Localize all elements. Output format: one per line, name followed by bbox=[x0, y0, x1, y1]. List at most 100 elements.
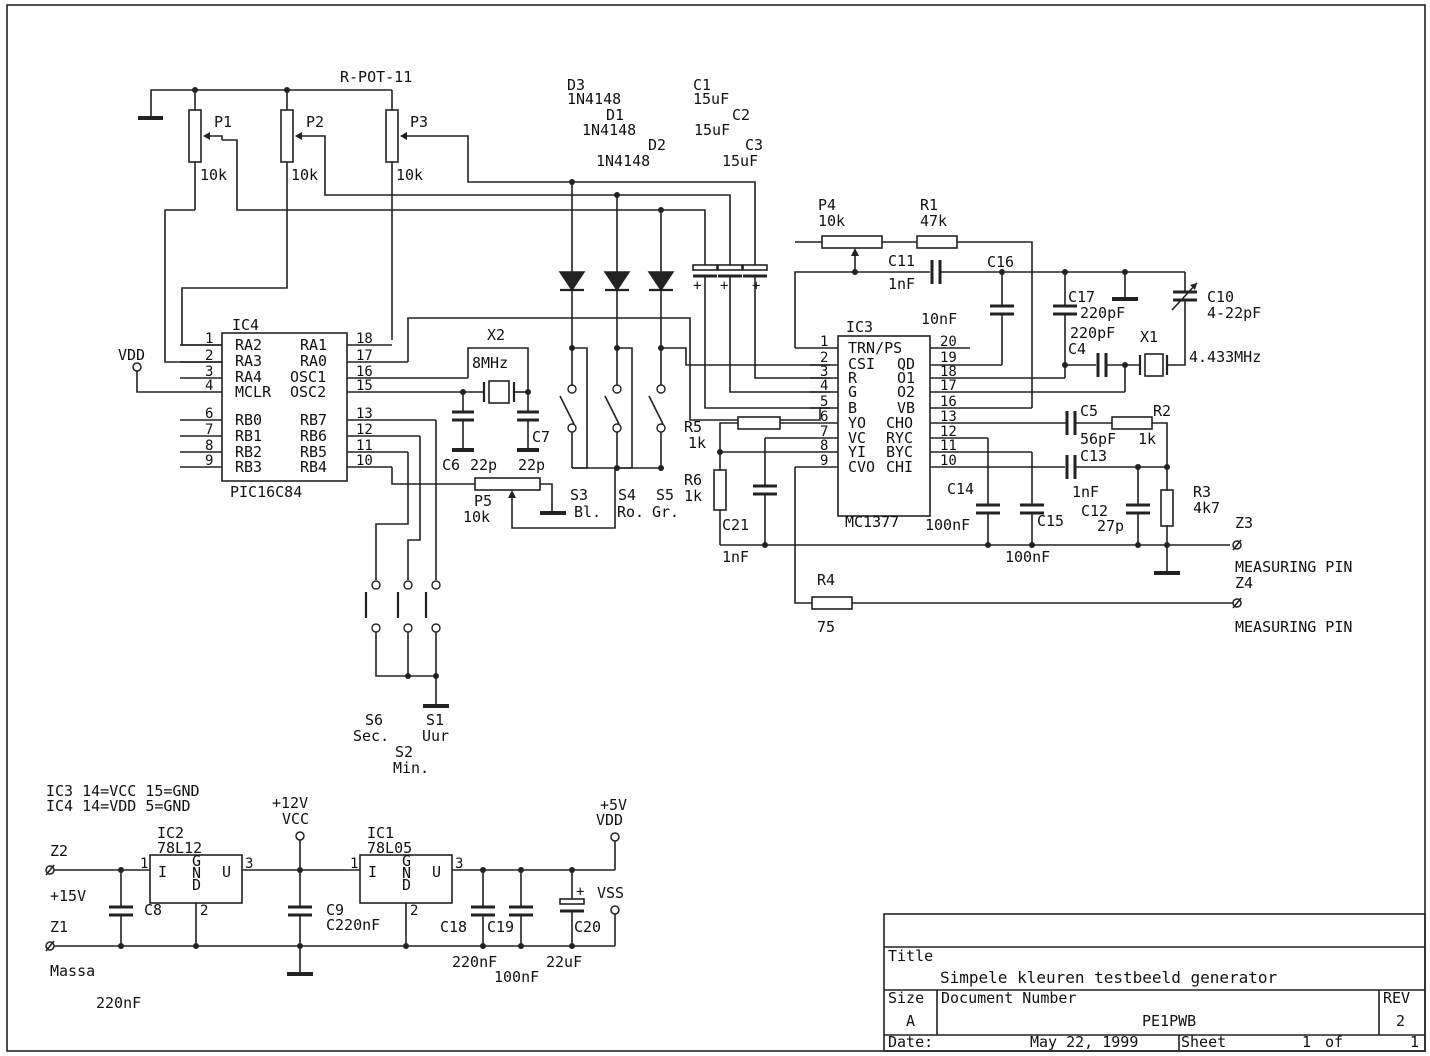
c2-value: 15uF bbox=[694, 121, 730, 139]
ic4-name-l8: RB3 bbox=[235, 458, 262, 476]
date-value: May 22, 1999 bbox=[1030, 1033, 1138, 1051]
ic3-name-r8: BYC bbox=[886, 443, 913, 461]
ic3-pin-l7: 7 bbox=[820, 424, 828, 440]
c14-label: C14 bbox=[947, 480, 974, 498]
r6-label: R6 bbox=[684, 471, 702, 489]
ic4-pin-r8: 10 bbox=[356, 453, 373, 469]
ic3-name-l8: YI bbox=[848, 443, 866, 461]
ic4-name-r3: OSC1 bbox=[290, 368, 326, 386]
vdd-power-label: VDD bbox=[596, 811, 623, 829]
d2-diode bbox=[647, 271, 675, 292]
ic3-name-r3: O1 bbox=[897, 369, 915, 387]
p3-label: P3 bbox=[410, 113, 428, 131]
x2-crystal bbox=[488, 380, 510, 404]
ic3-pin-l4: 4 bbox=[820, 378, 828, 394]
massa-label: Massa bbox=[50, 962, 95, 980]
ic4-name-l1: RA2 bbox=[235, 336, 262, 354]
ic2-out: U bbox=[222, 863, 231, 881]
rev-value: 2 bbox=[1396, 1012, 1405, 1030]
ic4-pin-r5: 13 bbox=[356, 406, 373, 422]
ic4-name-r8: RB4 bbox=[300, 458, 327, 476]
s2-value: Min. bbox=[393, 759, 429, 777]
ic3-name-l2: CSI bbox=[848, 355, 875, 373]
ic1-out: U bbox=[432, 863, 441, 881]
d2-label: D2 bbox=[648, 136, 666, 154]
c5-value: 56pF bbox=[1080, 430, 1116, 448]
ic4-pin-r4: 15 bbox=[356, 378, 373, 394]
c10-value: 4-22pF bbox=[1207, 304, 1261, 322]
p5-group: P5 10k bbox=[391, 467, 616, 529]
ic3-pin-l6: 6 bbox=[820, 409, 828, 425]
r5-resistor bbox=[737, 416, 781, 430]
title-text: Simpele kleuren testbeeld generator bbox=[940, 968, 1278, 987]
ic2-value: 78L12 bbox=[157, 839, 202, 857]
c1-label: C1 bbox=[693, 76, 711, 94]
s1-label: S1 bbox=[426, 711, 444, 729]
ic3-name: IC3 bbox=[846, 318, 873, 336]
power-note-2: IC4 14=VDD 5=GND bbox=[46, 797, 191, 815]
measuring-pin-2: MEASURING PIN bbox=[1235, 618, 1352, 636]
p4-r1-group: P4 10k R1 47k C11 1nF C16 10nF bbox=[794, 196, 1185, 408]
ic1-g: G bbox=[402, 852, 411, 870]
c3-label: C3 bbox=[745, 136, 763, 154]
c11-value: 1nF bbox=[888, 275, 915, 293]
c7-value: 22p bbox=[518, 456, 545, 474]
ic3-pin-l9: 9 bbox=[820, 453, 828, 469]
c5-label: C5 bbox=[1080, 402, 1098, 420]
ic1-pin2: 2 bbox=[410, 903, 418, 919]
vcc-label: VCC bbox=[282, 810, 309, 828]
r2-label: R2 bbox=[1153, 402, 1171, 420]
r1-value: 47k bbox=[920, 212, 947, 230]
c11-label: C11 bbox=[888, 252, 915, 270]
ic3-pin-r1: 20 bbox=[940, 334, 957, 350]
ic3-pin-r5: 16 bbox=[940, 394, 957, 410]
r6-resistor bbox=[713, 469, 727, 511]
c9-label: C9 bbox=[326, 901, 344, 919]
vcc-terminal bbox=[295, 831, 305, 841]
ic3-body bbox=[837, 335, 931, 517]
c13-value: 1nF bbox=[1072, 483, 1099, 501]
ic3-pin-r4: 17 bbox=[940, 378, 957, 394]
p3-potentiometer bbox=[385, 109, 399, 163]
ic4-pin-l7: 8 bbox=[205, 438, 213, 454]
ic4-pin-l6: 7 bbox=[205, 422, 213, 438]
size-label: Size bbox=[888, 989, 924, 1007]
c13-label: C13 bbox=[1080, 447, 1107, 465]
title-block: Title Simpele kleuren testbeeld generato… bbox=[883, 913, 1426, 1052]
c14-c15-group: C14 100nF C15 100nF bbox=[925, 438, 1064, 566]
ic4-name-l7: RB2 bbox=[235, 443, 262, 461]
r4-value: 75 bbox=[817, 618, 835, 636]
ic2-in: I bbox=[158, 863, 167, 881]
ic1-d: D bbox=[402, 876, 411, 894]
svg-text:+: + bbox=[693, 278, 701, 294]
c20-label: C20 bbox=[574, 918, 601, 936]
ic4-pin-r3: 16 bbox=[356, 364, 373, 380]
crystal-x2-group: X2 8MHz C7 C6 22p 22p bbox=[442, 326, 550, 474]
p2-label: P2 bbox=[306, 113, 324, 131]
pot-group: R-POT-11 P1 10k P2 10k P3 10k bbox=[138, 68, 756, 363]
ic2-pin3: 3 bbox=[245, 856, 253, 872]
ic4-pin-l5: 6 bbox=[205, 406, 213, 422]
c17-label: C17 bbox=[1068, 288, 1095, 306]
ic3-chip: IC3 MC1377 1 2 3 4 5 6 7 8 9 TRN/PS CSI … bbox=[720, 318, 1125, 531]
sheet-value: 1 bbox=[1302, 1033, 1311, 1051]
p5-potentiometer bbox=[474, 477, 541, 491]
ic3-pin-r8: 11 bbox=[940, 438, 957, 454]
ic1-pin3: 3 bbox=[455, 856, 463, 872]
diode-switch-group: D3 1N4148 D1 1N4148 D2 1N4148 bbox=[558, 76, 830, 521]
c1-c3-group: C1 15uF C2 15uF C3 15uF + + + bbox=[692, 76, 830, 409]
ic3-pin-r6: 13 bbox=[940, 409, 957, 425]
p1-label: P1 bbox=[214, 113, 232, 131]
vss-terminal bbox=[610, 905, 620, 915]
c19-label: C19 bbox=[487, 918, 514, 936]
ic3-pin-l5: 5 bbox=[820, 394, 828, 410]
ic4-pin-l8: 9 bbox=[205, 453, 213, 469]
p4-label: P4 bbox=[818, 196, 836, 214]
s1-value: Uur bbox=[422, 727, 449, 745]
ic4-name-l3: RA4 bbox=[235, 368, 262, 386]
ic3-pin-l3: 3 bbox=[820, 364, 828, 380]
vdd-power-terminal bbox=[610, 832, 620, 842]
ic2-regulator bbox=[149, 854, 243, 904]
ic4-name-r7: RB5 bbox=[300, 443, 327, 461]
c20-value: 22uF bbox=[546, 953, 582, 971]
